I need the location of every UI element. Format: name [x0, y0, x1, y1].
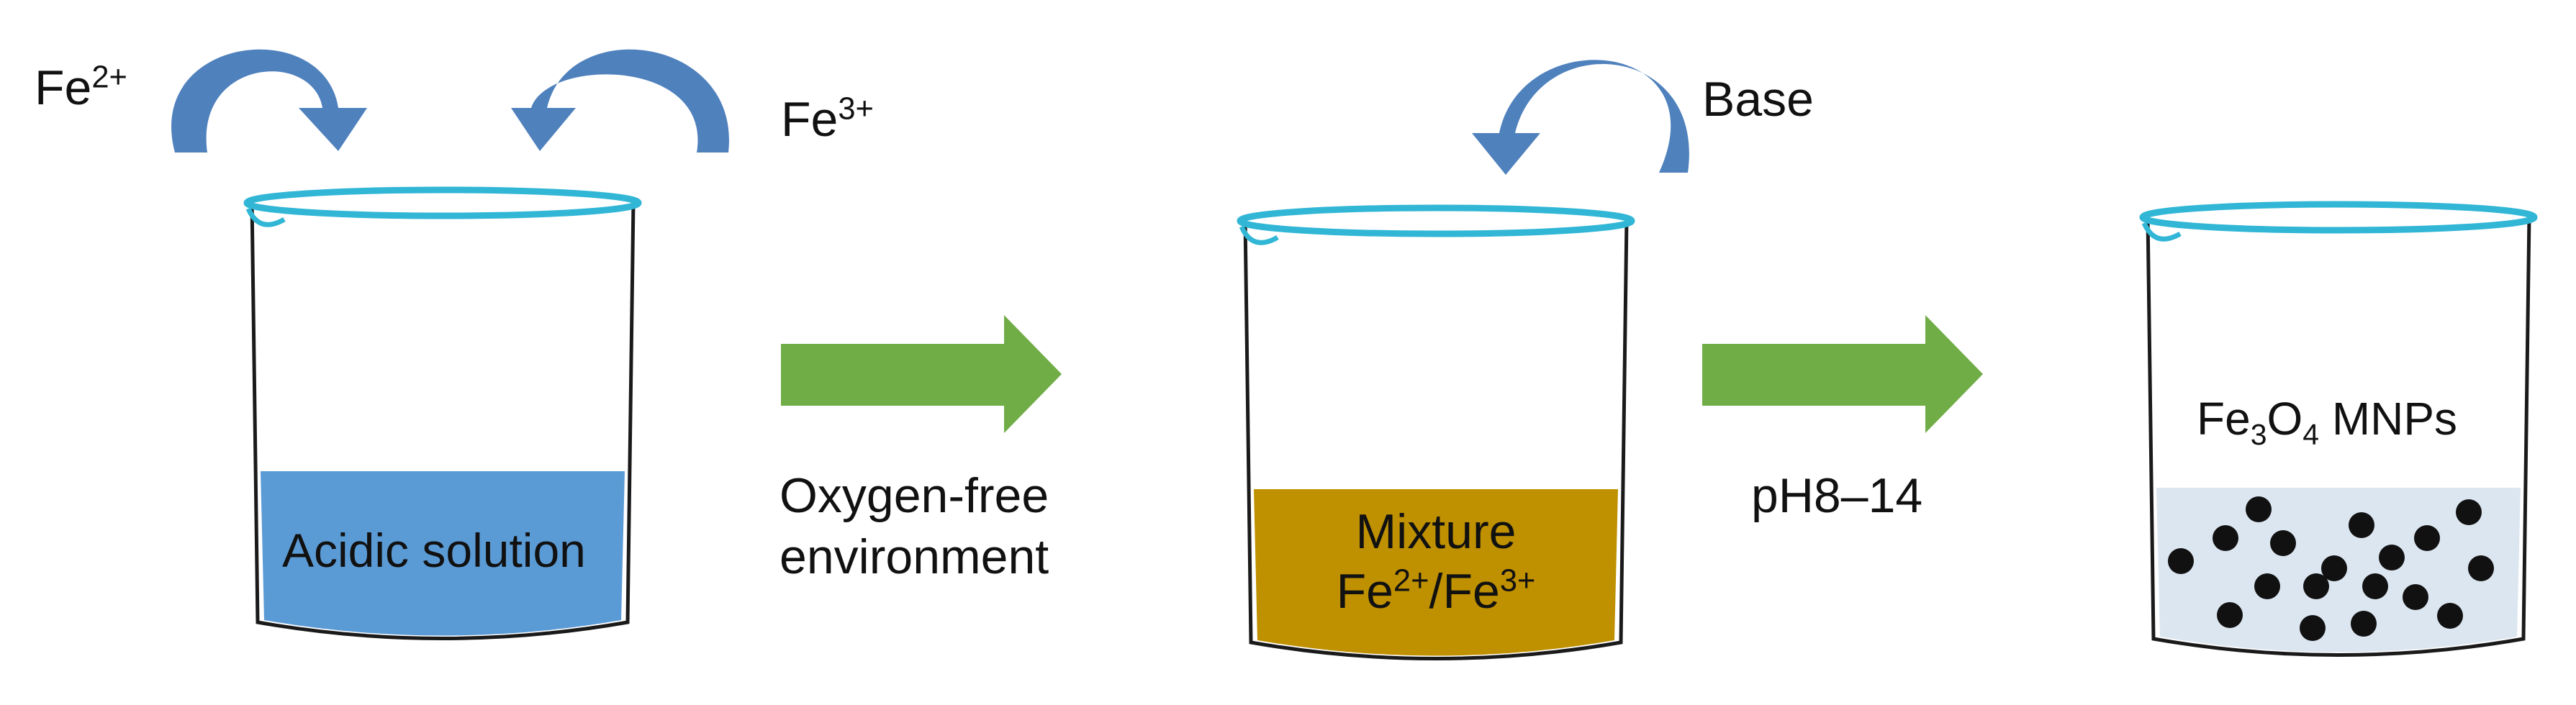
curved-arrow-icon-fe2	[171, 49, 367, 153]
nanoparticle-icon	[2379, 545, 2405, 570]
fe2-charge: 2+	[91, 60, 127, 95]
mixture-fe2-base: Fe	[1336, 564, 1393, 619]
fe3-charge: 3+	[838, 91, 874, 127]
mixture-label: Mixture	[1292, 507, 1580, 556]
product-label: Fe3O4 MNPs	[2197, 393, 2458, 449]
beaker-2-rim	[1237, 204, 1635, 237]
mixture-liquid	[1254, 489, 1618, 656]
beaker-2-wall	[1243, 219, 1629, 660]
product-sub3: 3	[2250, 417, 2267, 451]
beaker-2-spout	[1239, 225, 1279, 245]
nanoparticle-icon	[2456, 499, 2482, 525]
nanoparticle-icon	[2217, 602, 2243, 628]
beaker-1-spout	[245, 207, 286, 227]
fe3-base-text: Fe	[781, 92, 839, 147]
nanoparticle-icon	[2362, 573, 2388, 599]
nanoparticle-icon	[2300, 615, 2326, 641]
product-o: O	[2267, 393, 2303, 445]
nanoparticle-icon	[2351, 611, 2377, 637]
nanoparticle-icon	[2403, 584, 2428, 610]
mixture-text: Mixture	[1355, 504, 1517, 559]
nanoparticle-icon	[2254, 573, 2280, 599]
environment-label: environment	[779, 532, 1049, 581]
mixture-ions-label: Fe2+/Fe3+	[1292, 564, 1580, 619]
mixture-fe3-base: Fe	[1442, 564, 1500, 619]
acidic-solution-text: Acidic solution	[282, 524, 586, 577]
nanoparticle-icon	[2270, 530, 2296, 556]
beaker-3-wall	[2146, 215, 2531, 657]
mixture-slash: /	[1429, 564, 1443, 619]
fe3-label: Fe3+	[781, 92, 874, 147]
nanoparticle-icon	[2213, 525, 2238, 551]
nanoparticle-icon	[2437, 603, 2463, 629]
beaker-1-wall	[250, 201, 636, 640]
oxygen-free-label: Oxygen-free	[779, 471, 1049, 520]
nanoparticle-group	[2168, 496, 2494, 641]
mixture-fe2-charge: 2+	[1393, 563, 1429, 599]
process-arrow-icon-1	[781, 315, 1062, 433]
ph-text: pH8–14	[1751, 468, 1923, 523]
nanoparticle-icon	[2414, 525, 2440, 551]
curved-arrow-icon-base	[1472, 60, 1689, 175]
beaker-1-rim	[243, 186, 642, 219]
ph-label: pH8–14	[1751, 471, 1922, 520]
curved-arrow-icon-fe3	[511, 49, 729, 153]
base-label: Base	[1702, 75, 1814, 124]
beaker-icon-product	[2139, 201, 2538, 657]
acidic-liquid	[261, 471, 625, 636]
product-fe: Fe	[2197, 393, 2251, 445]
product-rest: MNPs	[2319, 393, 2458, 445]
nanoparticle-icon	[2168, 548, 2194, 574]
nanoparticle-icon	[2246, 496, 2272, 522]
nanoparticle-icon	[2468, 555, 2494, 581]
nanoparticle-icon	[2349, 512, 2374, 538]
nanoparticle-icon	[2321, 555, 2347, 581]
oxygen-free-line2: environment	[779, 529, 1049, 584]
beaker-3-rim	[2139, 201, 2538, 234]
acidic-solution-label: Acidic solution	[282, 527, 586, 574]
beaker-icon-acidic	[243, 186, 642, 640]
fe2-base-text: Fe	[35, 60, 92, 115]
mixture-fe3-charge: 3+	[1499, 563, 1536, 599]
nanoparticle-icon	[2303, 573, 2329, 599]
beaker-3-spout	[2141, 222, 2182, 242]
process-arrow-icon-2	[1702, 315, 1983, 433]
product-sub4: 4	[2302, 417, 2320, 451]
fe2-label: Fe2+	[35, 60, 127, 115]
beaker-icon-mixture	[1237, 204, 1635, 660]
oxygen-free-line1: Oxygen-free	[779, 468, 1049, 523]
base-text: Base	[1702, 72, 1814, 127]
